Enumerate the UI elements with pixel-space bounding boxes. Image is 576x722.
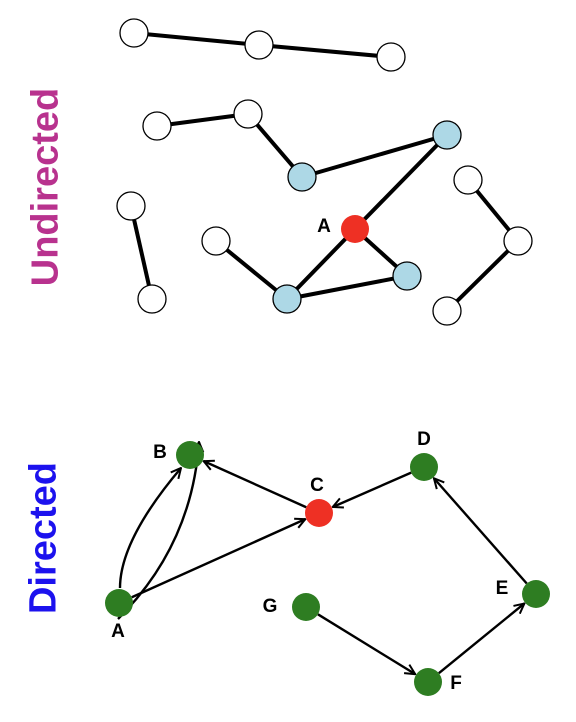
node-F [414,668,442,696]
node-label-D: D [417,429,431,450]
node-u15 [432,296,462,326]
undirected-nodes [116,18,533,326]
node-u1 [119,18,149,48]
edge-u10-u9 [286,274,408,301]
node-u9 [392,261,422,291]
node-A [105,589,133,617]
node-label-F: F [450,673,462,694]
node-u8 [201,226,231,256]
node-G [292,593,320,621]
node-label-uA: A [317,216,331,237]
node-C [305,499,333,527]
node-u3 [376,42,406,72]
node-u5 [233,99,263,129]
edge-u7-uA [353,133,449,231]
edge-u14-u15 [445,239,520,313]
arrow-F-to-E [438,603,525,675]
edge-uA-u10 [285,227,357,301]
edge-u1-u2 [133,31,260,47]
node-u2 [244,30,274,60]
node-u11 [116,191,146,221]
arrow-C-to-B [204,461,307,509]
node-D [410,453,438,481]
node-uA [341,215,369,243]
arrow-A-to-C [131,519,306,599]
node-label-A: A [111,621,125,642]
node-B [176,441,204,469]
arrow-E-to-D [434,478,528,585]
node-u12 [137,284,167,314]
edge-u11-u12 [129,205,154,300]
node-label-B: B [153,442,167,463]
node-label-E: E [496,578,509,599]
directed-nodes [105,441,550,696]
edge-u2-u3 [258,43,392,59]
node-label-G: G [263,596,278,617]
node-labels: A A B C D E F G [111,216,508,694]
node-u7 [432,120,462,150]
node-u14 [503,226,533,256]
node-u4 [142,111,172,141]
node-u6 [287,162,317,192]
node-label-C: C [310,475,324,496]
directed-edges [117,442,528,675]
edge-u6-u7 [301,133,448,179]
arrow-D-to-C [333,471,412,507]
node-u13 [453,165,483,195]
arrow-A-to-B [118,468,181,589]
node-E [522,580,550,608]
arrow-G-to-F [317,613,415,674]
node-u10 [272,284,302,314]
edge-u8-u10 [214,239,289,301]
edge-u4-u5 [156,112,249,128]
